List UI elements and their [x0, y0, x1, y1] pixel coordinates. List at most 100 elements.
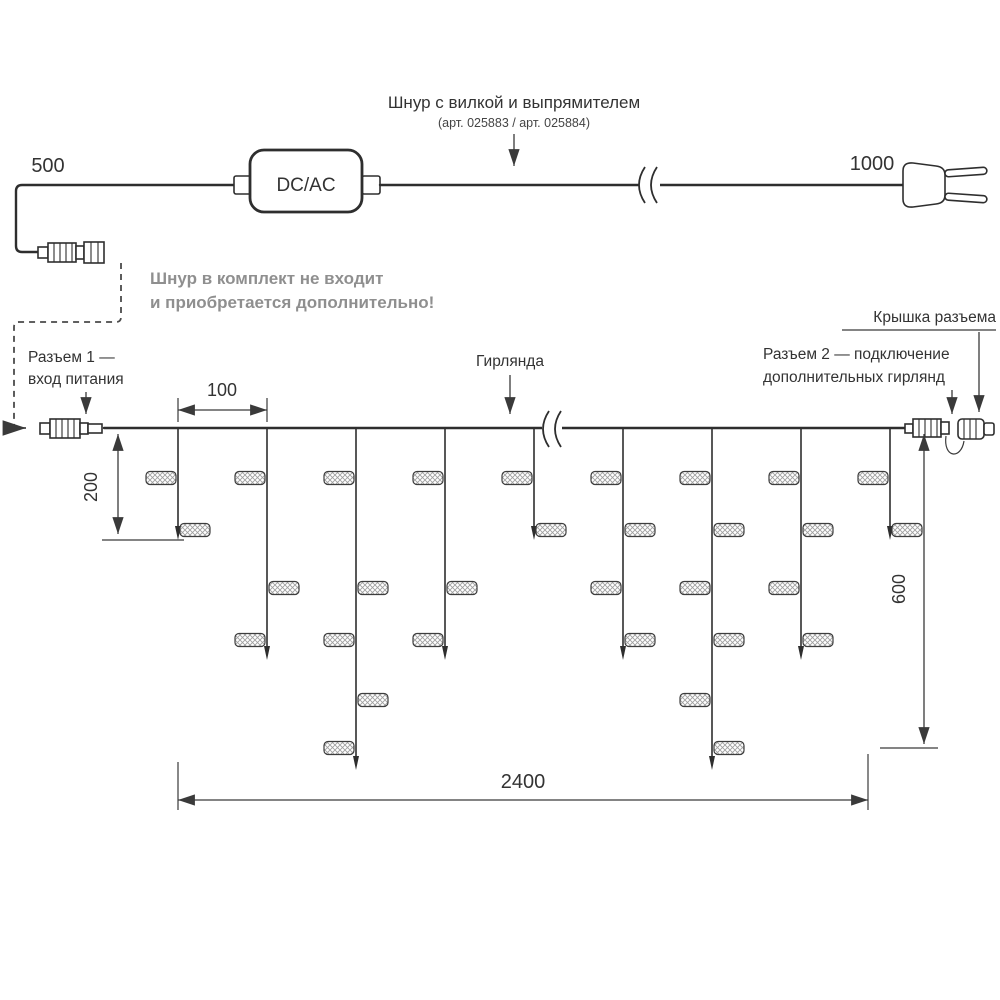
output-connector-ribs: [918, 419, 938, 437]
lamp: [590, 470, 622, 486]
garland-drops: [145, 428, 923, 770]
drop-tip: [264, 646, 270, 660]
lamp: [624, 522, 656, 538]
cord-left-wire: [14, 183, 238, 254]
cord-articles: (арт. 025883 / арт. 025884): [438, 116, 590, 130]
garland-input-connector: [39, 418, 103, 439]
garland-drop: [145, 428, 211, 540]
lamp: [535, 522, 567, 538]
lamp: [624, 632, 656, 648]
lamp: [179, 522, 211, 538]
lamp: [891, 522, 923, 538]
dcac-right-nub: [361, 175, 381, 195]
power-cord-section: 500 Шнур в комплект не входит и приобрет…: [2, 93, 988, 436]
garland-section: Разъем 1 — вход питания 100 Гирлянда Раз…: [28, 309, 996, 810]
dim-200: 200: [81, 434, 184, 541]
lamp: [713, 740, 745, 756]
garland-break-mark-1: [542, 410, 550, 448]
input-connector-ribs: [55, 419, 75, 438]
drop-tip: [798, 646, 804, 660]
lamp: [501, 470, 533, 486]
garland-drop: [323, 428, 389, 770]
mains-plug: [902, 162, 988, 208]
cord-break-mark-2: [650, 166, 658, 204]
cap-label: Крышка разъема: [873, 309, 996, 326]
lamp: [412, 632, 444, 648]
lamp: [323, 740, 355, 756]
lamp: [268, 580, 300, 596]
dim-100: 100: [177, 380, 268, 422]
connector1-label-line1: Разъем 1 —: [28, 349, 115, 366]
drop-tip: [442, 646, 448, 660]
lamp: [446, 580, 478, 596]
cord-left-length-label: 500: [31, 155, 64, 177]
garland-drop: [412, 428, 478, 660]
dim-2400-label: 2400: [501, 771, 546, 793]
garland-break-mark-2: [554, 410, 562, 448]
output-connector-neck: [904, 423, 914, 434]
lamp: [713, 522, 745, 538]
cord-break-mask: [640, 166, 660, 204]
lamp: [234, 470, 266, 486]
dim-600-label: 600: [889, 574, 909, 604]
dc-connector-step: [75, 245, 85, 260]
lamp: [768, 470, 800, 486]
dim-600: 600: [880, 434, 938, 749]
lamp: [323, 470, 355, 486]
lamp: [323, 632, 355, 648]
lamp: [802, 632, 834, 648]
connector2-label-line2: дополнительных гирлянд: [763, 369, 945, 386]
dcac-converter: DC/AC: [233, 148, 381, 214]
dcac-box: [248, 148, 364, 214]
not-included-note-line2: и приобретается дополнительно!: [150, 293, 434, 312]
garland-drop: [857, 428, 923, 540]
lamp: [802, 522, 834, 538]
lamp: [857, 470, 889, 486]
garland-label: Гирлянда: [476, 353, 544, 370]
cord-title: Шнур с вилкой и выпрямителем: [388, 93, 640, 112]
garland-output-connector: [904, 418, 995, 455]
garland-drop: [501, 428, 567, 540]
dc-connector-tip-ribs: [90, 242, 99, 263]
lamp: [590, 580, 622, 596]
plug-prong-bottom: [944, 192, 988, 204]
lamp: [768, 580, 800, 596]
output-connector-tip: [940, 421, 950, 435]
drop-tip: [709, 756, 715, 770]
lamp: [679, 692, 711, 708]
drop-tip: [353, 756, 359, 770]
lamp: [679, 580, 711, 596]
dcac-label: DC/AC: [276, 175, 335, 196]
dc-connector-ribs: [53, 243, 73, 262]
cap-leash: [945, 435, 965, 455]
dc-connector-tip: [83, 241, 105, 264]
connector-cap-ribs: [963, 419, 977, 439]
plug-prong-top: [944, 166, 988, 178]
input-connector-body: [49, 418, 81, 439]
garland-drop: [679, 428, 745, 770]
not-included-note-line1: Шнур в комплект не входит: [150, 269, 383, 288]
connector-cap-body: [957, 418, 985, 440]
lamp: [412, 470, 444, 486]
dim-2400: 2400: [177, 754, 869, 810]
lamp: [713, 632, 745, 648]
input-connector-tail: [87, 423, 103, 434]
connector-cap-nub: [983, 422, 995, 436]
dc-connector: [37, 241, 105, 264]
dim-100-label: 100: [207, 380, 237, 400]
drop-tip: [620, 646, 626, 660]
lamp: [145, 470, 177, 486]
input-connector-step: [79, 422, 89, 435]
garland-drop: [768, 428, 834, 660]
connector2-label-line1: Разъем 2 — подключение: [763, 346, 950, 363]
garland-drop: [590, 428, 656, 660]
garland-drop: [234, 428, 300, 660]
lamp: [234, 632, 266, 648]
not-included-dashed-path: [2, 263, 122, 436]
dc-connector-neck: [37, 246, 49, 259]
plug-body: [902, 162, 946, 208]
input-connector-neck: [39, 422, 51, 435]
cord-break-mark-1: [638, 166, 646, 204]
